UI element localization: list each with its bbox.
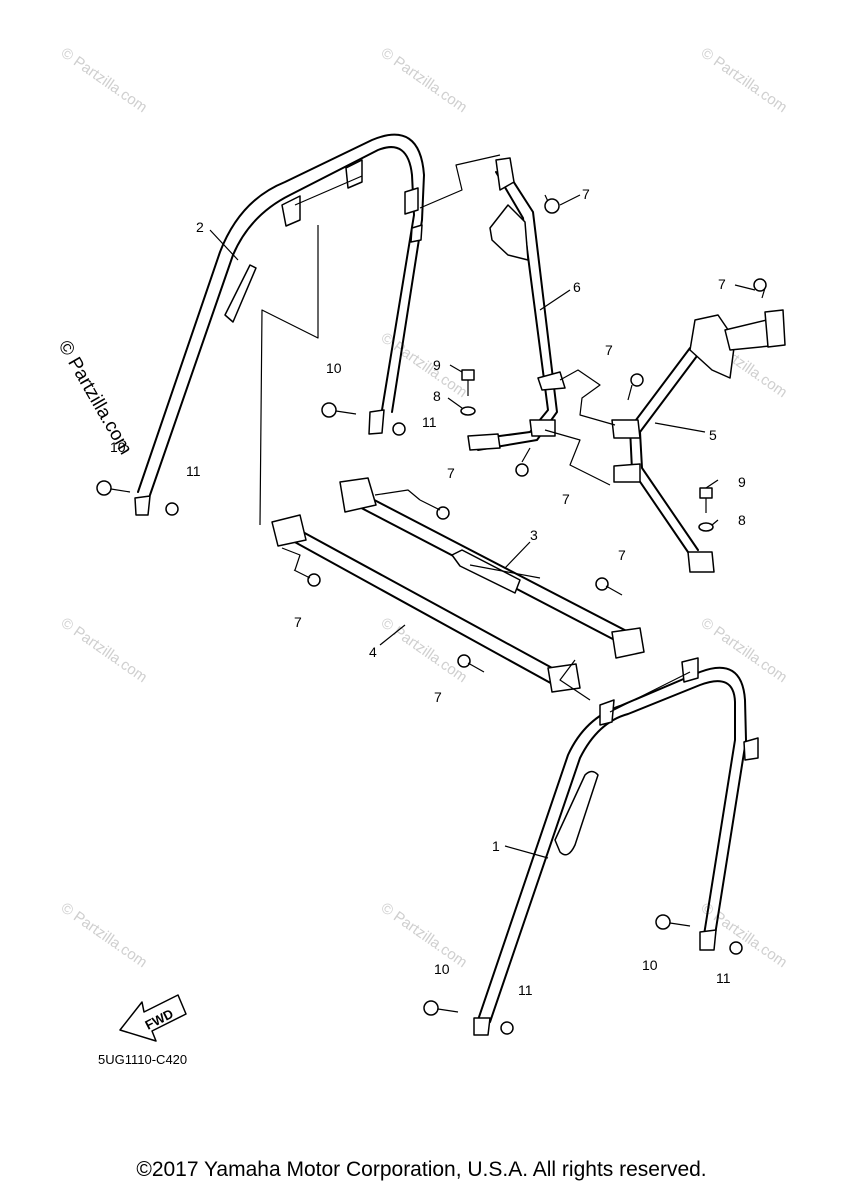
callout-9: 9	[433, 357, 441, 373]
watermark-layer: © Partzilla.com © Partzilla.com © Partzi…	[54, 44, 791, 971]
callout-10: 10	[326, 360, 342, 376]
bolt-10	[655, 914, 691, 930]
watermark: © Partzilla.com	[58, 614, 151, 686]
part-2-rear-roll-bar	[134, 133, 425, 516]
watermark: © Partzilla.com	[378, 329, 471, 401]
callout-10: 10	[434, 961, 450, 977]
washer-8	[698, 522, 714, 532]
callout-1: 1	[492, 838, 500, 854]
callout-7: 7	[434, 689, 442, 705]
copyright-notice: ©2017 Yamaha Motor Corporation, U.S.A. A…	[136, 1158, 707, 1181]
bolt-7	[515, 447, 531, 477]
part-6-rear-brace	[419, 154, 566, 451]
leader-lines	[209, 194, 756, 859]
bolt-10	[96, 480, 131, 496]
callout-11: 11	[186, 463, 201, 479]
washer-8	[460, 406, 476, 416]
callout-11: 11	[422, 414, 437, 430]
part-1-front-roll-bar	[473, 657, 759, 1036]
bolt-7	[627, 373, 644, 401]
callout-7: 7	[562, 491, 570, 507]
watermark: © Partzilla.com	[698, 44, 791, 116]
bolt-10	[321, 402, 357, 418]
nut-11	[165, 502, 179, 516]
callout-11: 11	[518, 982, 533, 998]
callout-4: 4	[369, 644, 377, 660]
callout-10: 10	[110, 439, 126, 455]
callout-9: 9	[738, 474, 746, 490]
nut-11	[392, 422, 406, 436]
bolt-9	[699, 487, 713, 513]
bolt-7-front-top	[753, 278, 767, 299]
fasteners	[96, 194, 767, 1035]
bolt-10	[423, 1000, 459, 1016]
bolt-7	[595, 577, 623, 596]
callout-8: 8	[738, 512, 746, 528]
bolt-7	[457, 654, 485, 673]
diagram-reference-code: 5UG1110-C420	[98, 1052, 187, 1067]
callout-7: 7	[718, 276, 726, 292]
callout-2: 2	[196, 219, 204, 235]
callout-7: 7	[582, 186, 590, 202]
watermark: © Partzilla.com	[378, 614, 471, 686]
part-3-rear-crossbar	[339, 477, 645, 659]
bolt-7-rear-top	[544, 194, 560, 214]
watermark: © Partzilla.com	[58, 44, 151, 116]
bolt-7	[419, 499, 450, 520]
callout-8: 8	[433, 388, 441, 404]
callout-10: 10	[642, 957, 658, 973]
watermark: © Partzilla.com	[698, 614, 791, 686]
bolt-7	[293, 569, 321, 587]
nut-11	[500, 1021, 514, 1035]
part-5-front-brace	[544, 309, 786, 573]
watermark: © Partzilla.com	[378, 899, 471, 971]
callout-7: 7	[294, 614, 302, 630]
callout-7: 7	[618, 547, 626, 563]
fwd-arrow: FWD	[119, 994, 187, 1042]
watermark: © Partzilla.com	[58, 899, 151, 971]
callout-3: 3	[530, 527, 538, 543]
callouts: 1 2 3 4 5 6 7 7 7 7 7 7 7 7 8 8 9 9 10 1…	[110, 186, 746, 998]
watermark: © Partzilla.com	[378, 44, 471, 116]
callout-7: 7	[605, 342, 613, 358]
callout-6: 6	[573, 279, 581, 295]
nut-11	[729, 941, 743, 955]
callout-7: 7	[447, 465, 455, 481]
bolt-9	[461, 369, 475, 396]
callout-5: 5	[709, 427, 717, 443]
part-4-front-crossbar	[259, 225, 581, 693]
callout-11: 11	[716, 970, 731, 986]
